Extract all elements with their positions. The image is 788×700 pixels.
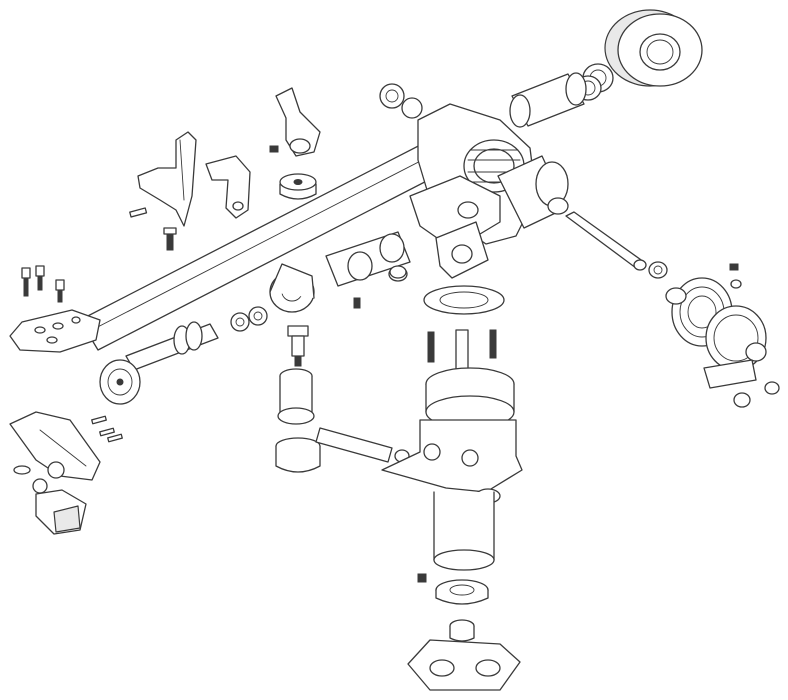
bearing-cage (425, 367, 515, 429)
stylus-guard (35, 489, 87, 535)
base-washer (435, 579, 489, 605)
knurled-knob (99, 359, 141, 405)
antiskate-screws (729, 263, 780, 408)
base-grub-screw (417, 573, 427, 583)
armrest-bracket (137, 131, 197, 227)
antiskate-rod (565, 211, 647, 271)
arm-yoke (409, 175, 501, 241)
cartridge-body (9, 411, 101, 481)
mounting-base (407, 639, 521, 691)
cartridge-clips (13, 461, 65, 494)
cue-shaft (325, 231, 411, 287)
armrest-screw (163, 227, 177, 251)
pivot-nut (379, 83, 423, 119)
lift-sleeve (277, 368, 315, 425)
lift-lever (315, 427, 410, 463)
cue-post (287, 325, 309, 367)
base-pillar (381, 419, 523, 504)
stub-shaft (497, 155, 569, 229)
armrest-clip (205, 155, 251, 219)
cartridge-pins (91, 415, 123, 443)
headshell-screws (21, 265, 65, 303)
counterweight (604, 9, 703, 87)
cue-retaining-screw (389, 265, 407, 279)
lift-cup (275, 437, 321, 473)
spring-washer (648, 261, 668, 279)
counterweight-stub-sleeve (509, 72, 587, 128)
lift-cam (275, 87, 321, 157)
lift-bar-pad (279, 173, 317, 200)
base-lock-nut (449, 619, 475, 642)
lift-rod (125, 321, 219, 371)
pillar-shaft (433, 491, 495, 571)
lift-rod-washers (230, 306, 268, 332)
headshell (9, 309, 101, 353)
antiskate-dial (705, 305, 767, 371)
vertical-bearing-block (435, 221, 489, 279)
collar-ring (423, 285, 505, 315)
antiskate-bracket (703, 359, 757, 389)
grub-screw (269, 145, 279, 153)
armrest-pin (129, 207, 148, 218)
cue-housing (269, 263, 315, 313)
